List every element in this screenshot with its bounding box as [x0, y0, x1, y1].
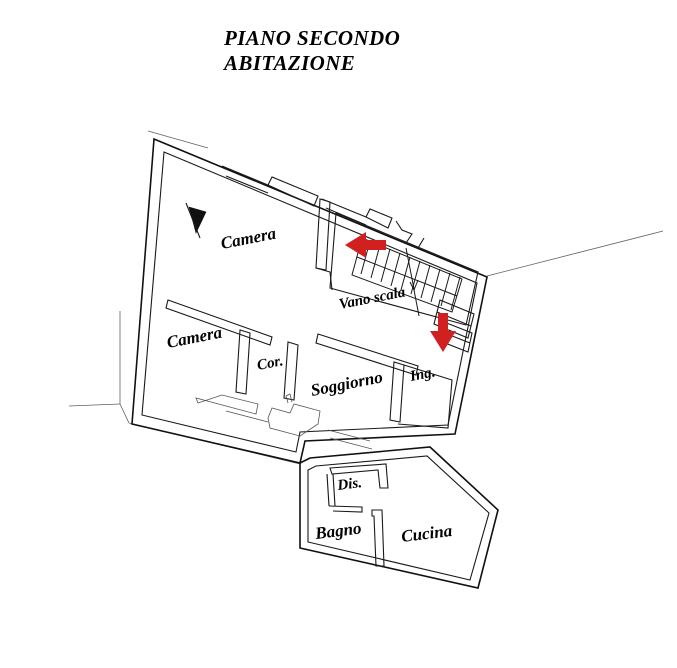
red-arrow-left [345, 232, 386, 258]
room-disimpegno: Dis. [326, 463, 389, 507]
room-corridoio: Cor. [256, 341, 299, 401]
room-label-ingresso: Ing. [408, 364, 437, 385]
window-openings-top [221, 165, 425, 249]
room-label-bagno: Bagno [313, 518, 362, 543]
lower-wing-outer-wall [299, 446, 499, 589]
building-outer-wall [131, 137, 488, 464]
room-label-camera-1: Camera [219, 224, 278, 253]
room-label-disimpegno: Dis. [336, 475, 363, 494]
room-ingresso: Ing. [397, 364, 453, 429]
plan-title: PIANO SECONDO ABITAZIONE [224, 26, 400, 76]
black-triangle-marker [185, 202, 207, 239]
room-label-vano-scala: Vano scala [338, 284, 407, 313]
room-cucina: Cucina [400, 521, 453, 546]
room-camera-1: Camera [165, 198, 333, 346]
lower-wall-details [195, 393, 373, 450]
plan-title-line-2: ABITAZIONE [224, 50, 356, 75]
room-label-corridoio: Cor. [256, 353, 285, 374]
room-soggiorno: Soggiorno [309, 333, 419, 423]
red-arrow-down [430, 313, 456, 352]
room-label-soggiorno: Soggiorno [309, 367, 384, 400]
room-label-cucina: Cucina [400, 521, 453, 546]
room-label-camera-2: Camera [165, 323, 224, 352]
plan-title-line-1: PIANO SECONDO [224, 26, 401, 50]
